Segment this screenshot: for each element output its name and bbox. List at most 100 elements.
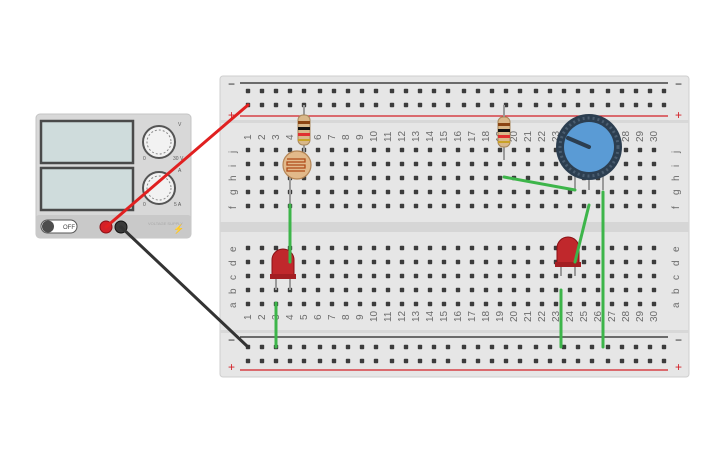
breadboard-hole[interactable] (331, 358, 337, 364)
breadboard-hole[interactable] (431, 358, 437, 364)
breadboard-hole[interactable] (581, 203, 587, 209)
breadboard-hole[interactable] (661, 88, 667, 94)
breadboard-hole[interactable] (345, 344, 351, 350)
breadboard-hole[interactable] (441, 301, 447, 307)
breadboard-hole[interactable] (475, 344, 481, 350)
breadboard-hole[interactable] (609, 301, 615, 307)
breadboard-hole[interactable] (575, 102, 581, 108)
breadboard-hole[interactable] (553, 161, 559, 167)
breadboard-hole[interactable] (359, 358, 365, 364)
breadboard-hole[interactable] (497, 147, 503, 153)
breadboard-hole[interactable] (441, 245, 447, 251)
resistor-2[interactable] (497, 105, 511, 160)
breadboard-hole[interactable] (359, 102, 365, 108)
breadboard-hole[interactable] (637, 189, 643, 195)
breadboard-hole[interactable] (497, 189, 503, 195)
breadboard-hole[interactable] (345, 358, 351, 364)
breadboard-hole[interactable] (511, 259, 517, 265)
breadboard-hole[interactable] (245, 245, 251, 251)
breadboard-hole[interactable] (475, 88, 481, 94)
breadboard-hole[interactable] (489, 88, 495, 94)
breadboard-hole[interactable] (343, 259, 349, 265)
breadboard-hole[interactable] (287, 301, 293, 307)
breadboard-hole[interactable] (371, 147, 377, 153)
breadboard-hole[interactable] (413, 273, 419, 279)
breadboard-hole[interactable] (301, 245, 307, 251)
breadboard-hole[interactable] (647, 88, 653, 94)
breadboard-hole[interactable] (371, 287, 377, 293)
breadboard-hole[interactable] (595, 301, 601, 307)
breadboard-hole[interactable] (445, 102, 451, 108)
breadboard-hole[interactable] (413, 161, 419, 167)
breadboard-hole[interactable] (469, 175, 475, 181)
breadboard-hole[interactable] (259, 259, 265, 265)
breadboard-hole[interactable] (427, 245, 433, 251)
voltage-knob[interactable] (142, 125, 176, 159)
breadboard-hole[interactable] (525, 175, 531, 181)
breadboard-hole[interactable] (469, 161, 475, 167)
breadboard-hole[interactable] (525, 245, 531, 251)
breadboard-hole[interactable] (331, 88, 337, 94)
breadboard-hole[interactable] (651, 273, 657, 279)
breadboard-hole[interactable] (469, 259, 475, 265)
breadboard-hole[interactable] (525, 301, 531, 307)
breadboard-hole[interactable] (619, 344, 625, 350)
breadboard-hole[interactable] (619, 358, 625, 364)
breadboard-hole[interactable] (455, 147, 461, 153)
breadboard-hole[interactable] (651, 301, 657, 307)
breadboard-hole[interactable] (497, 301, 503, 307)
breadboard-hole[interactable] (431, 344, 437, 350)
breadboard-hole[interactable] (245, 259, 251, 265)
current-knob[interactable] (142, 171, 176, 205)
breadboard-hole[interactable] (371, 245, 377, 251)
breadboard-hole[interactable] (651, 189, 657, 195)
breadboard-hole[interactable] (345, 102, 351, 108)
breadboard-hole[interactable] (455, 161, 461, 167)
breadboard-hole[interactable] (445, 344, 451, 350)
breadboard-hole[interactable] (403, 344, 409, 350)
breadboard-hole[interactable] (455, 189, 461, 195)
breadboard-hole[interactable] (413, 147, 419, 153)
breadboard-hole[interactable] (329, 161, 335, 167)
breadboard-hole[interactable] (595, 203, 601, 209)
breadboard-hole[interactable] (539, 287, 545, 293)
breadboard-hole[interactable] (483, 175, 489, 181)
breadboard-hole[interactable] (469, 147, 475, 153)
breadboard-hole[interactable] (315, 147, 321, 153)
breadboard-hole[interactable] (315, 175, 321, 181)
breadboard-hole[interactable] (259, 88, 265, 94)
breadboard-hole[interactable] (403, 358, 409, 364)
breadboard-hole[interactable] (259, 273, 265, 279)
breadboard-hole[interactable] (633, 358, 639, 364)
breadboard-hole[interactable] (371, 189, 377, 195)
breadboard-hole[interactable] (553, 273, 559, 279)
breadboard-hole[interactable] (245, 175, 251, 181)
breadboard-hole[interactable] (605, 102, 611, 108)
breadboard-hole[interactable] (245, 161, 251, 167)
breadboard-hole[interactable] (441, 175, 447, 181)
breadboard-hole[interactable] (633, 88, 639, 94)
breadboard-hole[interactable] (385, 259, 391, 265)
breadboard-hole[interactable] (417, 344, 423, 350)
breadboard-hole[interactable] (589, 344, 595, 350)
breadboard-hole[interactable] (469, 287, 475, 293)
breadboard-hole[interactable] (371, 301, 377, 307)
breadboard-hole[interactable] (427, 259, 433, 265)
breadboard-hole[interactable] (567, 301, 573, 307)
breadboard-hole[interactable] (637, 175, 643, 181)
breadboard-hole[interactable] (343, 273, 349, 279)
breadboard-hole[interactable] (431, 88, 437, 94)
breadboard-hole[interactable] (567, 189, 573, 195)
breadboard-hole[interactable] (461, 344, 467, 350)
breadboard-hole[interactable] (637, 203, 643, 209)
breadboard-hole[interactable] (661, 358, 667, 364)
breadboard-hole[interactable] (539, 175, 545, 181)
breadboard-hole[interactable] (441, 161, 447, 167)
breadboard-hole[interactable] (517, 102, 523, 108)
breadboard-hole[interactable] (427, 287, 433, 293)
breadboard-hole[interactable] (301, 301, 307, 307)
breadboard-hole[interactable] (637, 161, 643, 167)
breadboard-hole[interactable] (455, 175, 461, 181)
breadboard-hole[interactable] (575, 88, 581, 94)
breadboard-hole[interactable] (385, 189, 391, 195)
